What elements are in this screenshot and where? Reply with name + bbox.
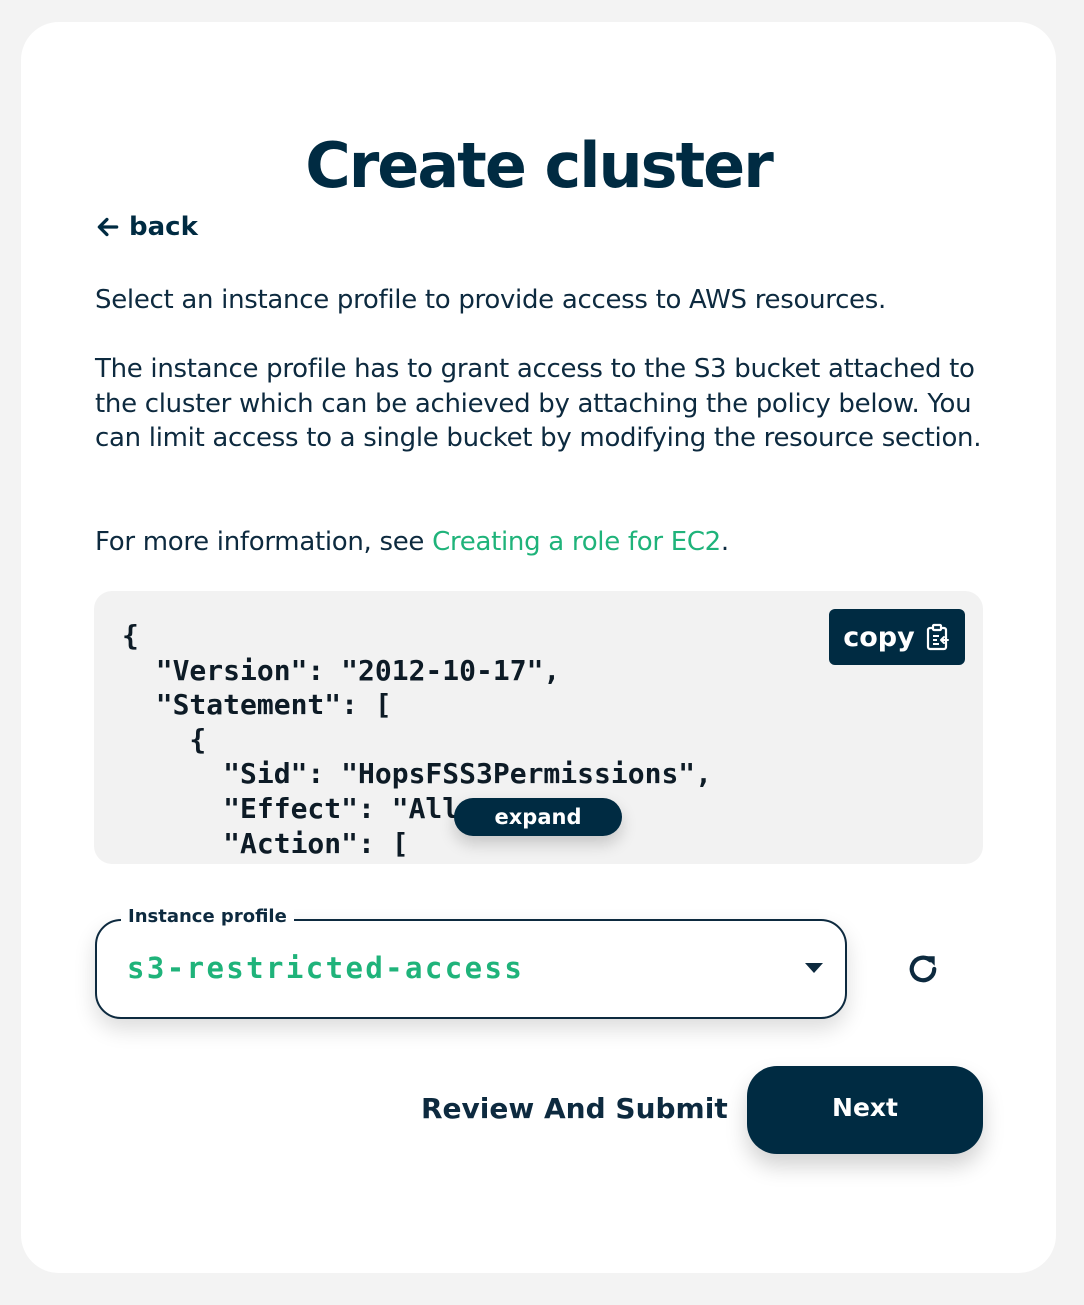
- back-label: back: [129, 212, 198, 242]
- arrow-left-icon: [97, 217, 119, 237]
- more-info-prefix: For more information, see: [95, 527, 433, 557]
- instance-profile-label: Instance profile: [121, 905, 294, 929]
- more-info-suffix: .: [720, 527, 729, 557]
- more-info-text: For more information, see Creating a rol…: [95, 525, 995, 560]
- clipboard-copy-icon: [926, 623, 949, 651]
- policy-code: { "Version": "2012-10-17", "Statement": …: [122, 619, 713, 860]
- page-title: Create cluster: [305, 129, 774, 202]
- refresh-icon[interactable]: [905, 951, 941, 987]
- copy-button[interactable]: copy: [829, 609, 965, 665]
- back-link[interactable]: back: [95, 212, 198, 242]
- creating-role-link[interactable]: Creating a role for EC2: [432, 527, 721, 557]
- details-text: The instance profile has to grant access…: [95, 354, 982, 453]
- next-button[interactable]: Next: [747, 1066, 983, 1154]
- instance-profile-value: s3-restricted-access: [127, 951, 525, 985]
- review-and-submit-button[interactable]: Review And Submit: [421, 1092, 728, 1125]
- create-cluster-card: Create cluster back Select an instance p…: [21, 22, 1056, 1273]
- intro-text: Select an instance profile to provide ac…: [95, 285, 886, 315]
- instance-profile-select[interactable]: Instance profile s3-restricted-access: [95, 905, 847, 1019]
- expand-button[interactable]: expand: [454, 798, 622, 836]
- copy-label: copy: [843, 621, 915, 653]
- caret-down-icon: [805, 963, 823, 973]
